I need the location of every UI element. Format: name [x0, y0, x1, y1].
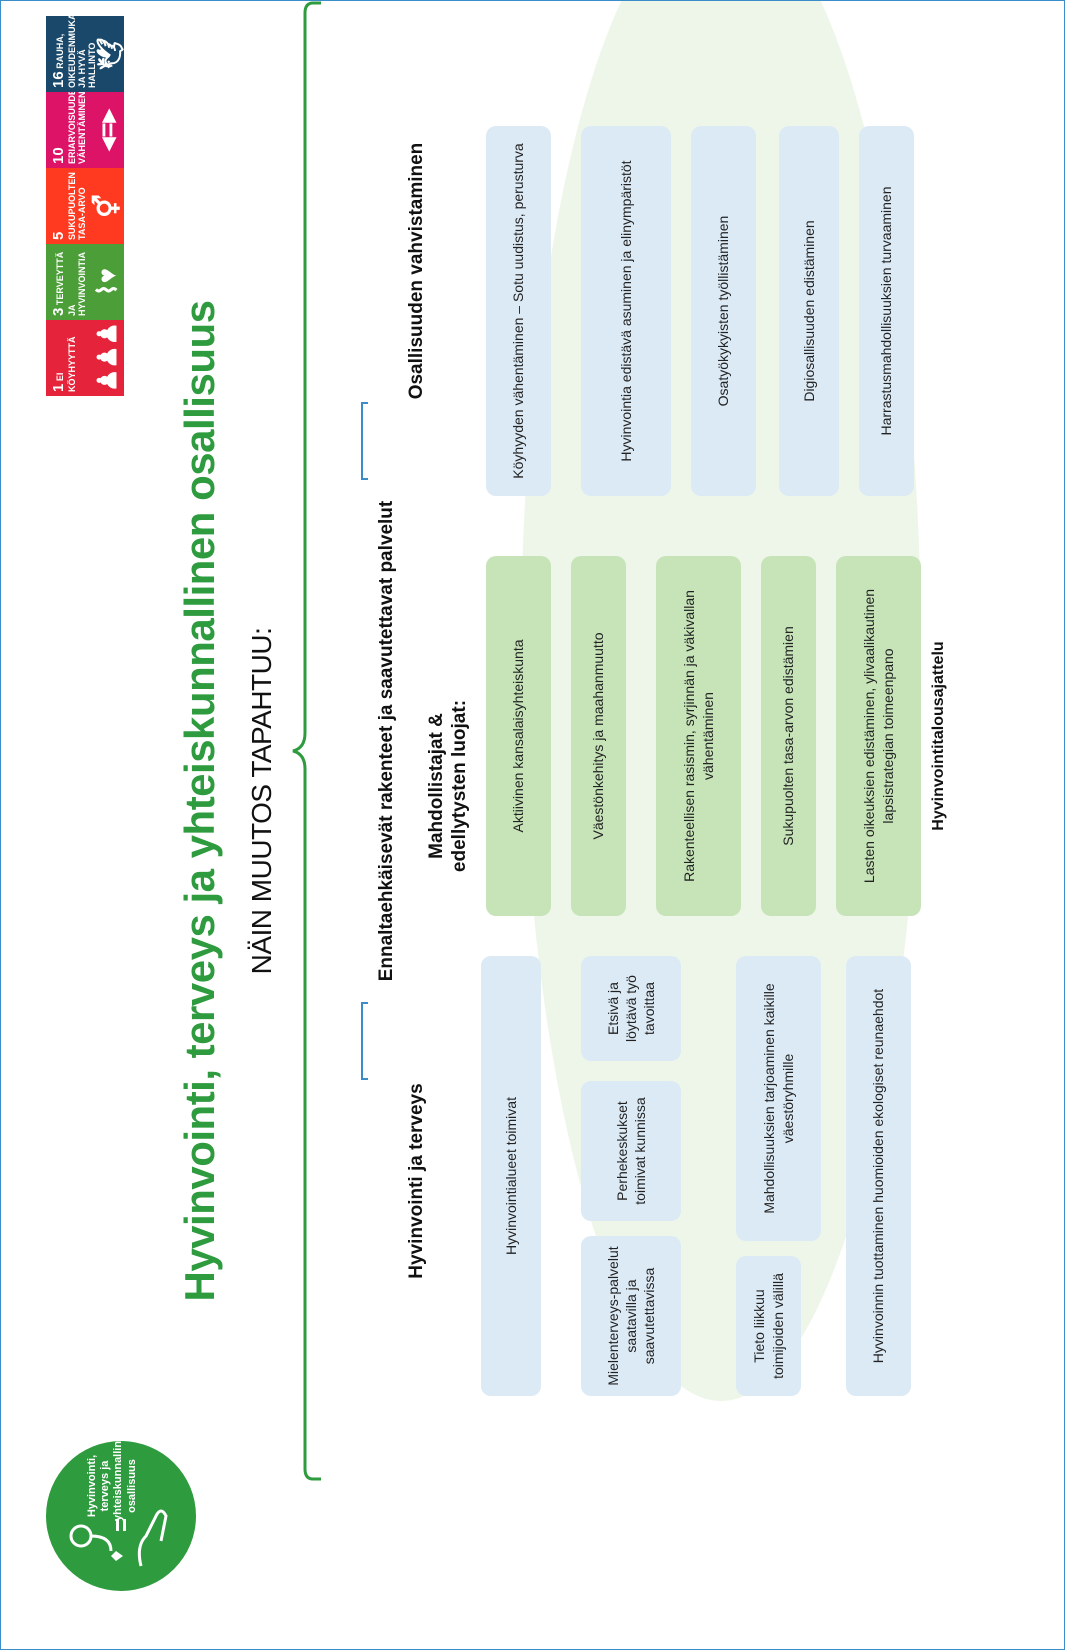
- page-subtitle: NÄIN MUUTOS TAPAHTUU:: [246, 627, 277, 975]
- heading-enablers: Mahdollistajat & edellytysten luojat:: [426, 699, 470, 873]
- box-digiosallisuus: Digiosallisuuden edistäminen: [779, 126, 839, 496]
- box-tieto: Tieto liikkuu toimijoiden välillä: [736, 1256, 801, 1396]
- box-text: Mahdollisuuksien tarjoaminen kaikille vä…: [761, 983, 796, 1214]
- sdg-number: 1: [50, 383, 67, 392]
- heading-middle: Ennaltaehkäisevät rakenteet ja saavutett…: [376, 500, 397, 982]
- box-text: Hyvinvointia edistävä asuminen ja elinym…: [617, 160, 634, 462]
- box-text: Mielenterveys-palvelut saatavilla ja saa…: [604, 1246, 658, 1386]
- sdg-label: SUKUPUOLTEN TASA-ARVO: [67, 172, 87, 240]
- box-text: Köyhyyden vähentäminen – Sotu uudistus, …: [510, 143, 527, 479]
- gender-icon: ⚥: [92, 194, 122, 218]
- box-lasten-oikeudet: Lasten oikeuksien edistäminen, ylivaalik…: [836, 556, 921, 916]
- sdg-label: TERVEYTTÄ JA HYVINVOINTIA: [55, 251, 87, 316]
- box-vaestonkehitys: Väestönkehitys ja maahanmuutto: [571, 556, 626, 916]
- box-text: Hyvinvointialueet toimivat: [502, 1097, 519, 1255]
- footer-hyvinvointitalous: Hyvinvointitalousajattelu: [930, 641, 947, 831]
- box-tasa-arvo: Sukupuolten tasa-arvon edistämien: [761, 556, 816, 916]
- sdg-number: 3: [50, 307, 67, 316]
- curly-brace-icon: [292, 1, 321, 1481]
- box-text: Perhekeskukset toimivat kunnissa: [613, 1097, 648, 1205]
- box-text: Etsivä ja löytävä työ tavoittaa: [604, 975, 658, 1042]
- box-text: Rakenteellisen rasismin, syrjinnän ja vä…: [681, 590, 716, 882]
- box-text: Osatyökykyisten työllistäminen: [715, 215, 732, 407]
- sdg-icon-row: 1 EI KÖYHYYTTÄ ♟♟♟ 3 TERVEYTTÄ JA HYVINV…: [46, 1, 125, 396]
- bracket-right-icon: [361, 402, 368, 480]
- box-text: Tieto liikkuu toimijoiden välillä: [751, 1273, 786, 1379]
- box-aktiivinen: Aktiivinen kansalaisyhteiskunta: [486, 556, 551, 916]
- box-text: Lasten oikeuksien edistäminen, ylivaalik…: [861, 588, 896, 884]
- box-text: Hyvinvoinnin tuottaminen huomioiden ekol…: [870, 988, 887, 1364]
- logo-text: Hyvinvointi, terveys ja yhteiskunnalline…: [86, 1428, 138, 1521]
- box-rasismi: Rakenteellisen rasismin, syrjinnän ja vä…: [656, 556, 741, 916]
- box-text: Digiosallisuuden edistäminen: [800, 220, 817, 402]
- box-asuminen: Hyvinvointia edistävä asuminen ja elinym…: [581, 126, 671, 496]
- sdg-3-tile: 3 TERVEYTTÄ JA HYVINVOINTIA ⌇♥: [46, 244, 124, 320]
- heading-right: Osallisuuden vahvistaminen: [406, 142, 427, 400]
- sdg-10-tile: 10 ERIARVOISUUDEN VÄHENTÄMINEN ◂=▸: [46, 83, 124, 168]
- sdg-5-tile: 5 SUKUPUOLTEN TASA-ARVO ⚥: [46, 168, 124, 244]
- heading-left: Hyvinvointi ja terveys: [406, 1083, 427, 1279]
- box-text: Aktiivinen kansalaisyhteiskunta: [510, 639, 527, 833]
- sdg-number: 16: [50, 71, 67, 88]
- box-mielenterveys: Mielenterveys-palvelut saatavilla ja saa…: [581, 1236, 681, 1396]
- sdg-16-tile: 16 RAUHA, OIKEUDENMUKAISUUS JA HYVÄ HALL…: [46, 1, 125, 92]
- page-title: Hyvinvointi, terveys ja yhteiskunnalline…: [176, 300, 223, 1302]
- dove-icon: 🕊: [95, 37, 125, 71]
- hand-heart-stethoscope-icon: [69, 1509, 168, 1567]
- people-icon: ♟♟♟: [92, 322, 122, 392]
- box-koyhyys: Köyhyyden vähentäminen – Sotu uudistus, …: [486, 126, 551, 496]
- sdg-number: 5: [50, 231, 67, 240]
- sdg-number: 10: [50, 147, 67, 164]
- box-text: Väestönkehitys ja maahanmuutto: [590, 632, 607, 840]
- box-text: Harrastusmahdollisuuksien turvaaminen: [878, 186, 895, 436]
- sdg-label: ERIARVOISUUDEN VÄHENTÄMINEN: [67, 82, 87, 164]
- box-etsiva: Etsivä ja löytävä työ tavoittaa: [581, 956, 681, 1061]
- box-osatyokykyiset: Osatyökykyisten työllistäminen: [691, 126, 756, 496]
- box-text: Sukupuolten tasa-arvon edistämien: [780, 626, 797, 846]
- topic-logo: Hyvinvointi, terveys ja yhteiskunnalline…: [46, 1428, 196, 1591]
- box-perhekeskukset: Perhekeskukset toimivat kunnissa: [581, 1081, 681, 1221]
- box-harrastus: Harrastusmahdollisuuksien turvaaminen: [859, 126, 914, 496]
- box-mahdollisuuksien: Mahdollisuuksien tarjoaminen kaikille vä…: [736, 956, 821, 1241]
- box-hyvinvointialueet: Hyvinvointialueet toimivat: [481, 956, 541, 1396]
- equality-icon: ◂=▸: [92, 109, 122, 151]
- heartbeat-icon: ⌇♥: [92, 267, 122, 297]
- bracket-left-icon: [361, 1002, 368, 1080]
- box-hyvinvoinnin-tuottaminen: Hyvinvoinnin tuottaminen huomioiden ekol…: [846, 956, 911, 1396]
- sdg-1-tile: 1 EI KÖYHYYTTÄ ♟♟♟: [46, 320, 124, 396]
